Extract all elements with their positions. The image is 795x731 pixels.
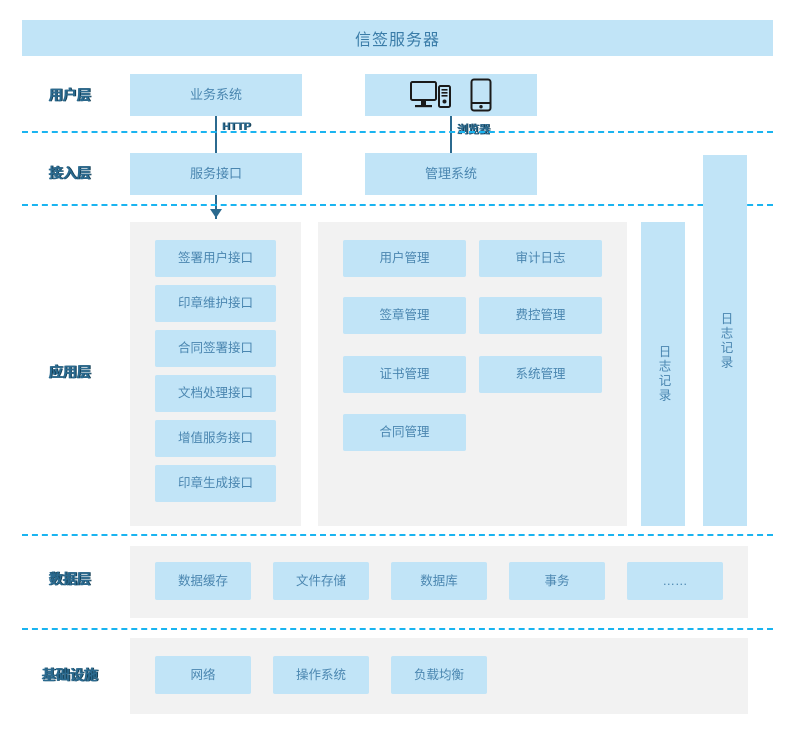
- infra-label-network: 网络: [190, 667, 216, 682]
- interface-label-5: 增值服务接口: [177, 431, 253, 445]
- data-label-file-storage: 文件存储: [295, 573, 346, 588]
- layer-label-data-text: 数据层: [49, 571, 91, 587]
- infra-box-operating-system[interactable]: 操作系统: [273, 656, 369, 694]
- page-title: 信签服务器: [354, 32, 440, 49]
- log-record-column-outer[interactable]: 日志记录: [703, 155, 747, 526]
- desktop-computer-icon: [410, 80, 452, 110]
- data-box-transaction[interactable]: 事务: [509, 562, 605, 600]
- interface-box-6[interactable]: 印章生成接口: [155, 465, 276, 502]
- diagram-title-bar: 信签服务器: [22, 20, 773, 56]
- interface-box-5[interactable]: 增值服务接口: [155, 420, 276, 457]
- layer-label-app-text: 应用层: [49, 364, 91, 380]
- management-system-box[interactable]: 管理系统: [365, 153, 537, 195]
- business-system-label: 业务系统: [189, 87, 242, 103]
- arrow-service-to-app-line: [215, 195, 217, 219]
- interface-label-4: 文档处理接口: [177, 386, 253, 400]
- interface-box-4[interactable]: 文档处理接口: [155, 375, 276, 412]
- service-interface-box[interactable]: 服务接口: [130, 153, 302, 195]
- data-label-database: 数据库: [420, 573, 458, 588]
- service-interface-label: 服务接口: [189, 166, 242, 182]
- interface-box-1[interactable]: 签署用户接口: [155, 240, 276, 277]
- interface-box-3[interactable]: 合同签署接口: [155, 330, 276, 367]
- layer-label-user-text: 用户层: [49, 87, 91, 103]
- management-system-label: 管理系统: [424, 166, 477, 182]
- divider-access-app: [22, 204, 773, 206]
- data-box-database[interactable]: 数据库: [391, 562, 487, 600]
- module-label-cost-control: 费控管理: [515, 308, 566, 322]
- log-record-label-outer: 日志记录: [718, 311, 733, 370]
- edge-label-http: HTTP: [222, 121, 251, 133]
- user-devices-box[interactable]: [365, 74, 537, 116]
- module-label-certificate-management: 证书管理: [379, 367, 430, 381]
- data-label-more: ……: [662, 573, 688, 588]
- layer-label-access-text: 接入层: [49, 165, 91, 181]
- business-system-box[interactable]: 业务系统: [130, 74, 302, 116]
- layer-label-user: 用户层: [22, 80, 118, 110]
- log-record-column-inner[interactable]: 日志记录: [641, 222, 685, 526]
- layer-label-access: 接入层: [22, 158, 118, 188]
- module-label-user-management: 用户管理: [379, 251, 430, 265]
- divider-data-infra: [22, 628, 773, 630]
- divider-user-access: [22, 131, 773, 133]
- infra-label-operating-system: 操作系统: [295, 667, 346, 682]
- arrow-business-to-service-line: [215, 116, 217, 166]
- divider-app-data: [22, 534, 773, 536]
- module-box-cost-control[interactable]: 费控管理: [479, 297, 602, 334]
- data-label-transaction: 事务: [544, 573, 570, 588]
- module-label-audit-log: 审计日志: [515, 251, 566, 265]
- log-record-label-inner: 日志记录: [656, 345, 671, 403]
- layer-label-data: 数据层: [22, 564, 118, 594]
- module-box-audit-log[interactable]: 审计日志: [479, 240, 602, 277]
- infra-box-load-balancer[interactable]: 负载均衡: [391, 656, 487, 694]
- mobile-phone-icon: [470, 78, 492, 112]
- layer-label-infra: 基础设施: [22, 660, 118, 690]
- interface-label-1: 签署用户接口: [177, 251, 253, 265]
- layer-label-app: 应用层: [22, 357, 118, 387]
- interface-label-2: 印章维护接口: [177, 296, 253, 310]
- infra-label-load-balancer: 负载均衡: [413, 667, 464, 682]
- arrow-service-to-app-head: [210, 209, 222, 218]
- interface-box-2[interactable]: 印章维护接口: [155, 285, 276, 322]
- infra-box-network[interactable]: 网络: [155, 656, 251, 694]
- module-label-system-management: 系统管理: [515, 367, 566, 381]
- module-box-user-management[interactable]: 用户管理: [343, 240, 466, 277]
- data-label-cache: 数据缓存: [177, 573, 228, 588]
- interface-label-3: 合同签署接口: [177, 341, 253, 355]
- module-box-contract-management[interactable]: 合同管理: [343, 414, 466, 451]
- data-box-file-storage[interactable]: 文件存储: [273, 562, 369, 600]
- module-label-contract-management: 合同管理: [379, 425, 430, 439]
- module-box-system-management[interactable]: 系统管理: [479, 356, 602, 393]
- interface-label-6: 印章生成接口: [177, 476, 253, 490]
- edge-label-browser: 浏览器: [457, 124, 490, 136]
- module-box-certificate-management[interactable]: 证书管理: [343, 356, 466, 393]
- data-box-cache[interactable]: 数据缓存: [155, 562, 251, 600]
- arrow-devices-to-management-line: [450, 116, 452, 166]
- module-label-seal-management: 签章管理: [379, 308, 430, 322]
- data-box-more[interactable]: ……: [627, 562, 723, 600]
- layer-label-infra-text: 基础设施: [42, 667, 98, 683]
- module-box-seal-management[interactable]: 签章管理: [343, 297, 466, 334]
